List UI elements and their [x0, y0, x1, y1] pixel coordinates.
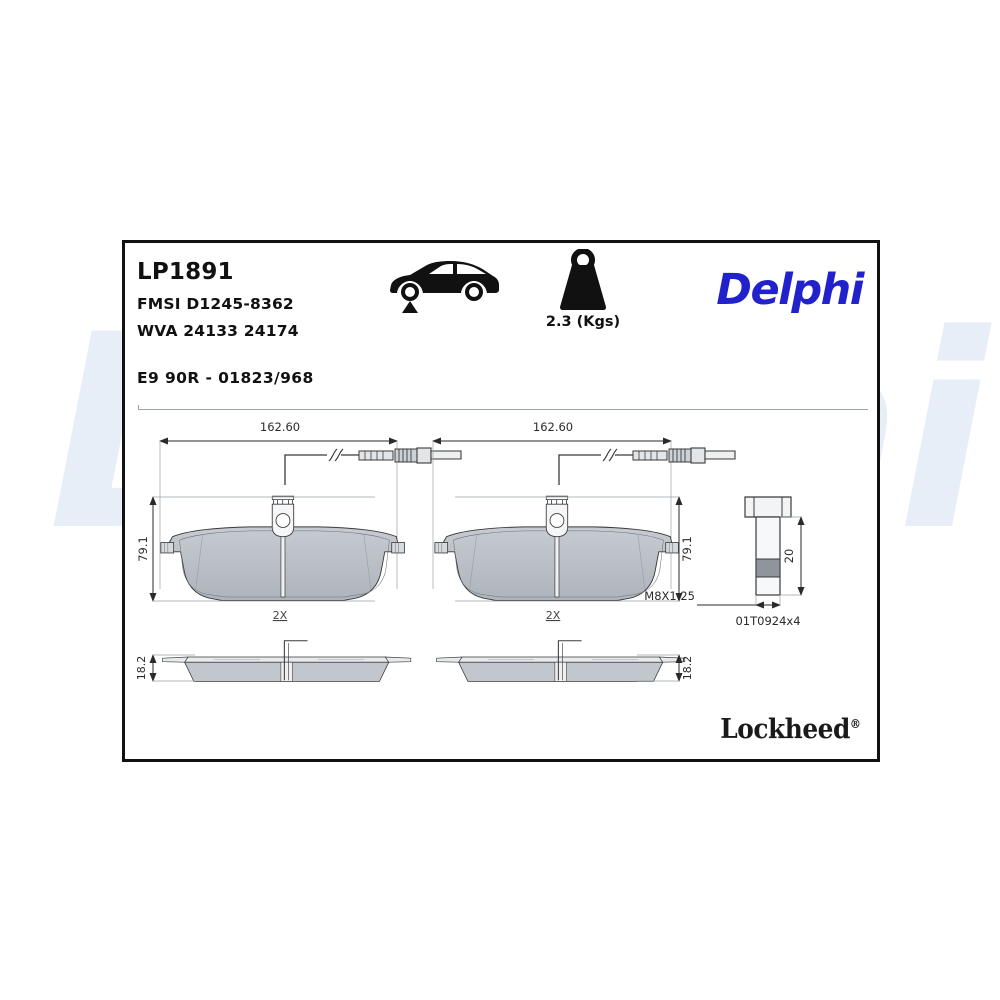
part-number: LP1891 — [137, 259, 234, 285]
dim-right-height: 79.1 — [680, 536, 694, 562]
delphi-logo: Delphi — [716, 265, 864, 315]
dim-left-thickness: 18.2 — [135, 656, 148, 681]
header-divider — [138, 409, 868, 410]
qty-left: 2X — [273, 609, 288, 622]
weight-icon — [560, 249, 606, 310]
homologation-code: E9 90R - 01823/968 — [137, 369, 314, 387]
divider-tick — [138, 405, 139, 410]
qty-right: 2X — [546, 609, 561, 622]
car-front-axle-icon — [383, 255, 501, 315]
bolt-length: 20 — [782, 549, 796, 564]
wva-code: WVA 24133 24174 — [137, 322, 299, 340]
dim-right-thickness: 18.2 — [681, 656, 694, 681]
bolt-detail: 20 M8X1.25 01T0924x4 — [644, 496, 805, 628]
weight-label: 2.3 (Kgs) — [545, 314, 621, 330]
dim-left-height: 79.1 — [136, 536, 150, 562]
bolt-thread: M8X1.25 — [644, 589, 695, 603]
dim-right-width: 162.60 — [533, 420, 573, 434]
registered-mark: ® — [850, 717, 861, 731]
weight-indicator: 2.3 (Kgs) — [537, 249, 629, 337]
product-datasheet-frame: LP1891 FMSI D1245-8362 WVA 24133 24174 E… — [122, 240, 880, 762]
lockheed-logo: Lockheed® — [720, 714, 862, 745]
technical-drawing: 162.60 79.1 2X 18.2 162.60 79.1 — [135, 420, 805, 682]
fmsi-code: FMSI D1245-8362 — [137, 295, 294, 313]
lockheed-wordmark: Lockheed — [720, 714, 851, 745]
bolt-code: 01T0924x4 — [735, 614, 800, 628]
dim-left-width: 162.60 — [260, 420, 300, 434]
